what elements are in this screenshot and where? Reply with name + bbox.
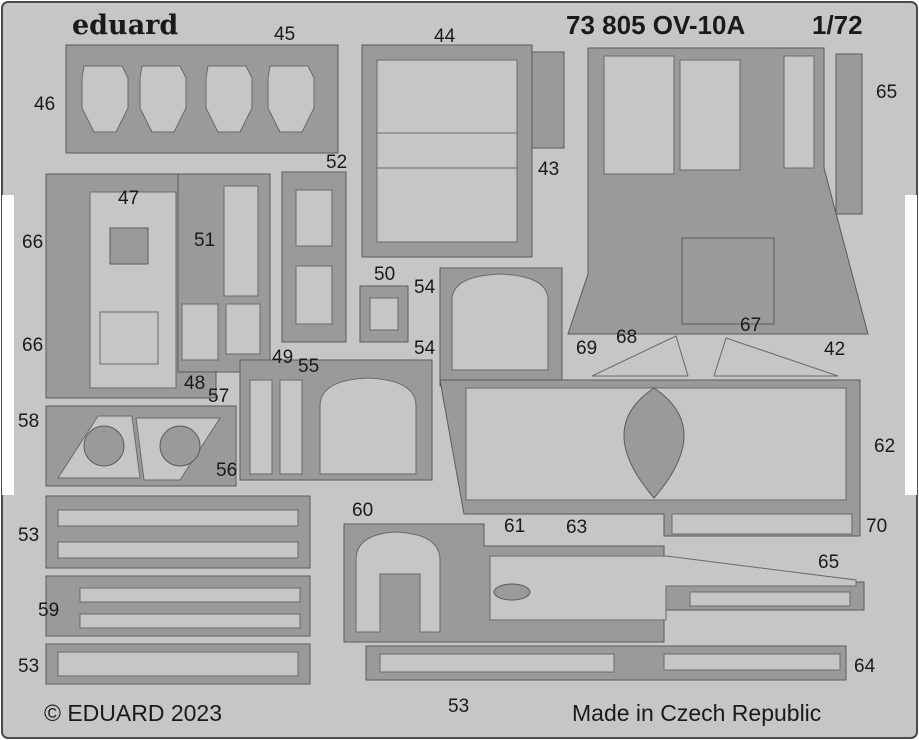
part-group-53-upper xyxy=(45,495,311,569)
part-label-64: 64 xyxy=(854,656,876,677)
part-43 xyxy=(531,51,565,149)
part-label-48: 48 xyxy=(184,373,205,394)
fret-left-slot xyxy=(2,195,14,495)
part-group-62-70 xyxy=(439,379,861,537)
part-label-59: 59 xyxy=(38,600,59,621)
fret-right-slot xyxy=(905,195,917,495)
part-label-61: 61 xyxy=(504,516,525,537)
part-label-50: 50 xyxy=(374,264,395,285)
sheet-title: 73 805 OV-10A xyxy=(566,10,745,40)
part-label-52: 52 xyxy=(326,152,347,173)
part-group-59 xyxy=(45,575,311,637)
part-65-upper xyxy=(835,53,863,215)
part-label-43: 43 xyxy=(538,159,559,180)
part-label-54: 54 xyxy=(414,277,436,298)
part-label-66: 66 xyxy=(22,335,43,356)
brand-logo: eduard xyxy=(72,10,178,41)
part-label-68: 68 xyxy=(616,327,637,348)
part-group-45-46 xyxy=(65,44,339,154)
part-label-56: 56 xyxy=(216,460,237,481)
part-label-67: 67 xyxy=(740,315,761,336)
sheet-scale: 1/72 xyxy=(812,10,863,40)
part-group-58 xyxy=(45,405,237,487)
part-group-52 xyxy=(281,171,347,343)
copyright-text: © EDUARD 2023 xyxy=(44,700,222,726)
part-label-42: 42 xyxy=(824,339,845,360)
part-label-55: 55 xyxy=(298,356,319,377)
part-label-53: 53 xyxy=(18,656,39,677)
part-group-49-55-56-57 xyxy=(239,359,433,481)
part-label-58: 58 xyxy=(18,411,39,432)
part-label-47: 47 xyxy=(118,188,139,209)
part-50 xyxy=(359,285,409,343)
part-label-65: 65 xyxy=(876,82,897,103)
part-label-62: 62 xyxy=(874,436,895,457)
part-label-46: 46 xyxy=(34,94,55,115)
part-54 xyxy=(439,267,563,387)
part-label-70: 70 xyxy=(866,516,887,537)
part-group-42-67-68-69 xyxy=(567,47,869,377)
part-group-44 xyxy=(361,44,533,258)
part-label-63: 63 xyxy=(566,517,587,538)
part-group-48-51 xyxy=(177,173,271,373)
part-label-44: 44 xyxy=(434,26,456,47)
part-label-65: 65 xyxy=(818,552,839,573)
origin-text: Made in Czech Republic xyxy=(572,700,821,726)
part-label-49: 49 xyxy=(272,347,293,368)
part-label-69: 69 xyxy=(576,338,597,359)
part-label-53: 53 xyxy=(18,525,39,546)
part-label-54: 54 xyxy=(414,338,436,359)
part-label-45: 45 xyxy=(274,24,295,45)
part-label-57: 57 xyxy=(208,386,229,407)
part-group-53-lower xyxy=(45,643,311,685)
part-label-66: 66 xyxy=(22,232,43,253)
part-label-60: 60 xyxy=(352,500,373,521)
part-label-51: 51 xyxy=(194,230,215,251)
part-group-60-61-63-64-65 xyxy=(343,523,865,681)
part-label-53: 53 xyxy=(448,696,469,717)
